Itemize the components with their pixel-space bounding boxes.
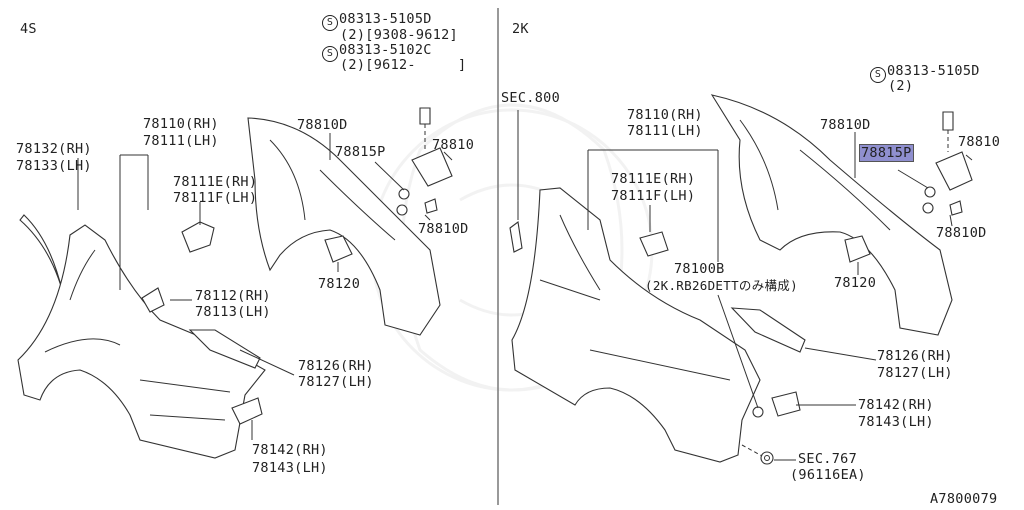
- patch-78120: [324, 235, 353, 263]
- part-78143-2k[interactable]: 78143(LH): [858, 414, 934, 430]
- service-symbol-icon: S: [322, 15, 338, 31]
- trim-piece-sec800: [509, 221, 523, 253]
- clip-78810D: [424, 198, 438, 214]
- grommet: [396, 204, 408, 216]
- bolt: [419, 107, 431, 125]
- part-78810D-bottom[interactable]: 78810D: [418, 221, 469, 237]
- clip-78810D-2k: [949, 200, 963, 216]
- quarter-panel-78110-2k: [511, 187, 761, 463]
- part-78112[interactable]: 78112(RH): [195, 288, 271, 304]
- bracket-78112: [141, 287, 165, 313]
- part-78100B: [752, 406, 764, 418]
- part-78111E[interactable]: 78111E(RH): [173, 174, 258, 190]
- part-78143[interactable]: 78143(LH): [252, 460, 328, 476]
- part-78810-2k[interactable]: 78810: [958, 134, 1001, 150]
- part-78126-2k[interactable]: 78126(RH): [877, 348, 953, 364]
- grommet-2k: [922, 202, 934, 214]
- part-78111-2k[interactable]: 78111(LH): [627, 123, 703, 139]
- service-symbol-icon: S: [870, 67, 886, 83]
- part-78111F-2k[interactable]: 78111F(LH): [611, 188, 696, 204]
- part-78100B-note: (2K.RB26DETTのみ構成): [645, 278, 798, 293]
- part-78815P[interactable]: 78815P: [335, 144, 386, 160]
- part-78810D-bottom-2k[interactable]: 78810D: [936, 225, 987, 241]
- highlighted-part: 78815P: [859, 144, 914, 162]
- part-78142-2k[interactable]: 78142(RH): [858, 397, 934, 413]
- leader-lines-right: [587, 132, 973, 461]
- rail-78126-2k: [730, 307, 806, 353]
- part-78126[interactable]: 78126(RH): [298, 358, 374, 374]
- bolt-2k: [942, 111, 954, 131]
- part-78120-2k[interactable]: 78120: [834, 275, 877, 291]
- screw-a-qty-2k: (2): [888, 78, 914, 94]
- panel-label-2k: 2K: [512, 21, 529, 37]
- inner-wheelhouse-78810D-2k: [710, 94, 953, 336]
- part-78810D-top[interactable]: 78810D: [297, 117, 348, 133]
- panel-label-4s: 4S: [20, 21, 37, 37]
- sec-800-label[interactable]: SEC.800: [501, 90, 560, 106]
- part-78810[interactable]: 78810: [432, 137, 475, 153]
- screw-a-qty: (2)[9308-9612]: [340, 27, 458, 43]
- sec-767-label[interactable]: SEC.767: [798, 451, 857, 467]
- part-78133[interactable]: 78133(LH): [16, 158, 92, 174]
- clip-78815P: [398, 188, 410, 200]
- bracket-78142-2k: [771, 391, 801, 417]
- part-78815P-2k[interactable]: 78815P: [859, 144, 914, 162]
- bracket-78810: [411, 147, 453, 187]
- grommet-sec767: [760, 451, 774, 465]
- part-number: 08313-5105D: [887, 63, 980, 79]
- part-78127[interactable]: 78127(LH): [298, 374, 374, 390]
- screw-b-qty: (2)[9612- ]: [340, 57, 467, 73]
- bracket-78810-2k: [935, 151, 973, 191]
- leader-lines-left: [77, 133, 453, 440]
- patch-78120-2k: [844, 235, 871, 263]
- bracket-78111E: [181, 221, 215, 253]
- part-78111F[interactable]: 78111F(LH): [173, 190, 258, 206]
- part-number: 08313-5105D: [339, 11, 432, 27]
- bracket-78142: [231, 397, 263, 425]
- part-78142[interactable]: 78142(RH): [252, 442, 328, 458]
- part-78110[interactable]: 78110(RH): [143, 116, 219, 132]
- diagram-id: A7800079: [930, 491, 998, 507]
- part-78132[interactable]: 78132(RH): [16, 141, 92, 157]
- part-78810D-top-2k[interactable]: 78810D: [820, 117, 871, 133]
- part-78111[interactable]: 78111(LH): [143, 133, 219, 149]
- part-78113[interactable]: 78113(LH): [195, 304, 271, 320]
- inner-wheelhouse-78810D: [247, 117, 441, 336]
- clip-78815P-2k: [924, 186, 936, 198]
- part-78111E-2k[interactable]: 78111E(RH): [611, 171, 696, 187]
- part-78100B[interactable]: 78100B: [674, 261, 725, 277]
- rail-78126: [188, 329, 261, 369]
- part-78120[interactable]: 78120: [318, 276, 361, 292]
- service-symbol-icon: S: [322, 46, 338, 62]
- part-78127-2k[interactable]: 78127(LH): [877, 365, 953, 381]
- sec-767-ref: (96116EA): [790, 467, 866, 483]
- part-78110-2k[interactable]: 78110(RH): [627, 107, 703, 123]
- part-number: 08313-5102C: [339, 42, 432, 58]
- bracket-78111E-2k: [639, 231, 669, 257]
